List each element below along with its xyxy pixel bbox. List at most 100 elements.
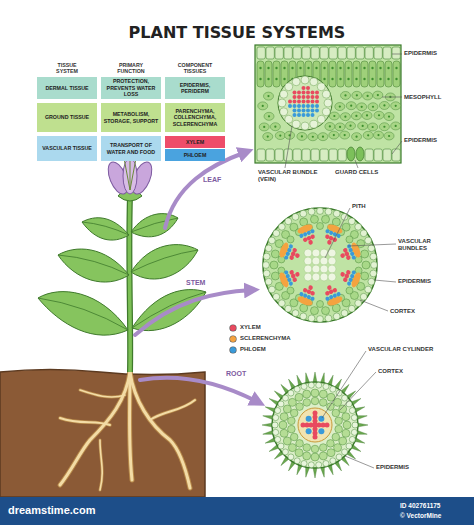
- epidermis-cell: [311, 149, 319, 161]
- cortex-cell: [311, 453, 319, 461]
- epidermis-cell: [282, 395, 288, 401]
- part-label: EPIDERMIS: [398, 278, 458, 285]
- root: [60, 418, 110, 425]
- spongy-cell: [335, 103, 345, 111]
- cortex-cell: [288, 444, 296, 452]
- epidermis-cell: [349, 436, 355, 442]
- chloroplast: [344, 134, 346, 136]
- epidermis-cell: [292, 310, 299, 317]
- epidermis-cell: [268, 286, 275, 293]
- epidermis-cell: [365, 149, 373, 161]
- cortex-cell: [362, 261, 370, 269]
- part-label: GUARD CELLS: [335, 169, 395, 176]
- cortex-cell: [319, 399, 327, 407]
- palisade-cell: [361, 61, 368, 87]
- xylem-cell: [302, 100, 306, 104]
- spongy-cell: [297, 132, 307, 140]
- spongy-cell: [373, 131, 383, 139]
- leader-line: [392, 141, 402, 154]
- spongy-cell: [329, 131, 339, 139]
- xylem-cell: [311, 95, 315, 99]
- epidermis-cell: [351, 429, 357, 435]
- cortex-cell: [332, 304, 340, 312]
- sheath-cell: [292, 120, 300, 128]
- xylem-cell: [293, 91, 297, 95]
- epidermis-cell: [320, 149, 328, 161]
- table-cell: XYLEM: [165, 136, 225, 148]
- xylem-cell: [306, 100, 310, 104]
- epidermis-cell: [330, 458, 336, 464]
- leader-line: [322, 351, 366, 418]
- cortex-cell: [311, 445, 319, 453]
- xylem-cell: [297, 100, 301, 104]
- cortex-cell: [287, 287, 294, 294]
- watermark: ID 402761175: [400, 502, 470, 509]
- epidermis-cell: [383, 149, 391, 161]
- spongy-cell: [351, 112, 361, 120]
- epidermis-cell: [320, 47, 328, 59]
- organ-label: STEM: [186, 279, 216, 287]
- cortex-cell: [332, 218, 340, 226]
- epidermis-cell: [273, 293, 280, 300]
- xylem-cell: [340, 272, 346, 278]
- chloroplast: [339, 67, 341, 69]
- epidermis-cell: [273, 415, 279, 421]
- cortex-cell: [290, 433, 298, 441]
- epidermis-cell: [275, 47, 283, 59]
- chloroplast: [331, 78, 333, 80]
- epidermis-cell: [266, 149, 274, 161]
- leaf: [38, 292, 128, 336]
- chloroplast: [388, 115, 390, 117]
- epidermis-cell: [311, 47, 319, 59]
- header-label: TISSUE SYSTEM: [47, 62, 87, 74]
- pith-cell: [312, 273, 320, 281]
- chloroplast: [339, 126, 341, 128]
- cortex-cell: [296, 403, 304, 411]
- table-cell: GROUND TISSUE: [37, 103, 97, 132]
- xylem-cell: [345, 255, 351, 261]
- guard-cell: [347, 147, 355, 161]
- spongy-cell: [346, 122, 356, 130]
- xylem-cell: [292, 247, 298, 253]
- epidermis-cell: [288, 454, 294, 460]
- spongy-cell: [263, 133, 273, 141]
- epidermis-cell: [355, 223, 362, 230]
- epidermis-cell: [330, 386, 336, 392]
- epidermis-cell: [329, 149, 337, 161]
- leaf: [131, 214, 178, 237]
- chloroplast: [267, 95, 269, 97]
- cortex-cell: [303, 444, 311, 452]
- spongy-cell: [391, 102, 401, 110]
- vascular-bundle: [296, 283, 319, 308]
- epidermis-cell: [308, 315, 315, 322]
- phloem-cell: [311, 113, 315, 117]
- pith-cell: [328, 265, 336, 273]
- chloroplast: [363, 78, 365, 80]
- pith-cell: [320, 265, 328, 273]
- midrib: [38, 298, 128, 330]
- cortex-cell: [271, 272, 279, 280]
- watermark: dreamstime.com: [8, 504, 158, 517]
- pith-cell: [328, 257, 336, 265]
- chloroplast: [395, 67, 397, 69]
- leader-line: [348, 244, 396, 246]
- epidermis-cell: [338, 47, 346, 59]
- cortex-cell: [300, 218, 308, 226]
- epidermis-cell: [275, 436, 281, 442]
- stem-section: [263, 208, 377, 322]
- spongy-cell: [340, 91, 350, 99]
- spongy-cell: [357, 103, 367, 111]
- spongy-cell: [379, 101, 389, 109]
- xylem-cell: [306, 91, 310, 95]
- phloem-cell: [306, 113, 310, 117]
- spongy-cell: [259, 123, 269, 131]
- xylem-cell: [293, 100, 297, 104]
- sheath-cell: [280, 90, 288, 98]
- leaves: [38, 214, 206, 336]
- chloroplast: [275, 67, 277, 69]
- xylem-cell: [311, 100, 315, 104]
- chloroplast: [299, 67, 301, 69]
- xylem-cell: [302, 95, 306, 99]
- epidermis-cell: [341, 310, 348, 317]
- chloroplast: [323, 67, 325, 69]
